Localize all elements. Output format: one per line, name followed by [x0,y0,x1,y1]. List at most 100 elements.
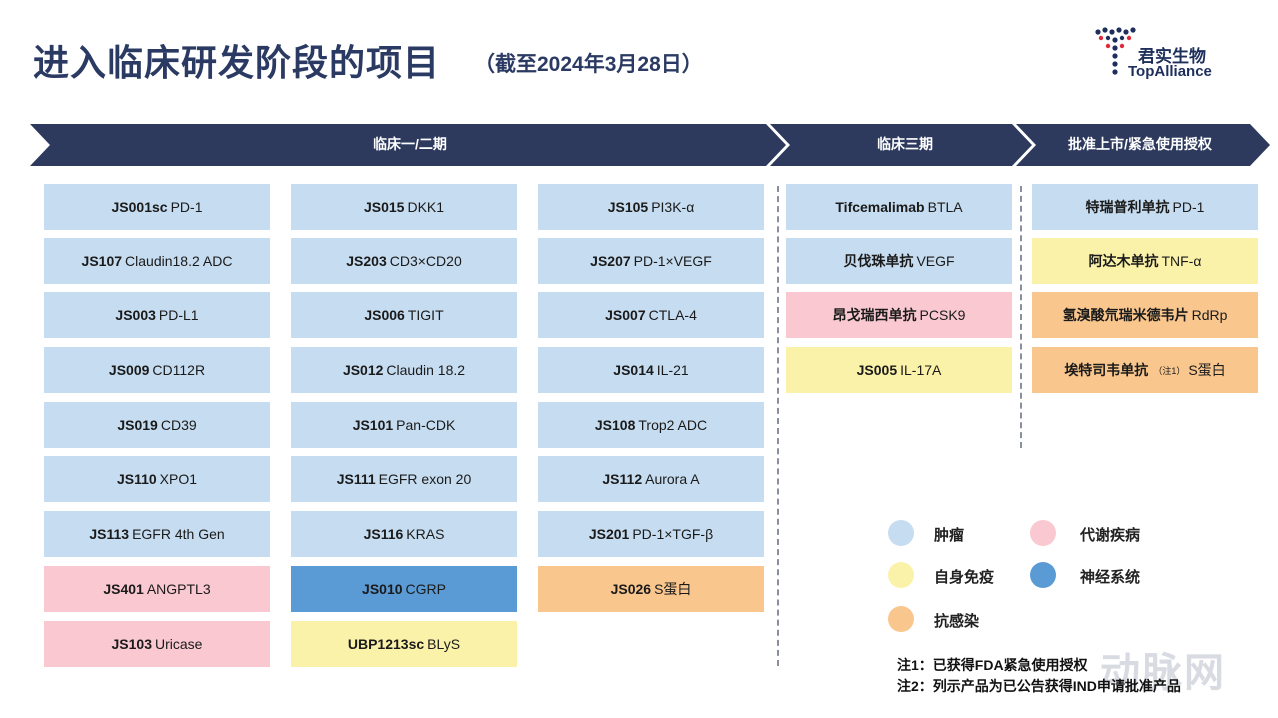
pipeline-item-target: CD3×CD20 [389,253,462,269]
pipeline-item-target: IL-17A [900,362,942,378]
pipeline-item-target: EGFR exon 20 [378,471,472,487]
footnote-2: 注2：列示产品为已公告获得IND申请批准产品 [897,678,1181,694]
pipeline-item-code: JS110 [116,471,157,487]
phase-divider-1 [777,186,779,666]
pipeline-item-target: Pan-CDK [396,417,456,433]
pipeline-item-target: PI3K-α [651,199,695,215]
pipeline-item-target: IL-21 [656,362,689,378]
pipeline-item-target: EGFR 4th Gen [132,526,225,542]
company-logo: 君实生物 TopAlliance [1092,24,1262,84]
pipeline-item-code: JS105 [607,199,649,215]
pipeline-item-code: JS101 [352,417,394,433]
pipeline-item-code: JS015 [363,199,405,215]
pipeline-item-target: Trop2 ADC [638,417,708,433]
pipeline-item-target: Claudin 18.2 [386,362,466,378]
pipeline-item-target: Uricase [155,636,203,652]
legend-metab-label: 代谢疾病 [1080,527,1141,544]
pipeline-item-code: 阿达木单抗 [1088,253,1159,269]
pipeline-item-target: TNF-α [1161,253,1202,269]
pipeline-item-target: Claudin18.2 ADC [125,253,233,269]
legend-immune-icon [888,562,914,588]
legend-neuro-icon [1030,562,1056,588]
legend-infect-icon [888,606,914,632]
pipeline-item-code: Tifcemalimab [835,199,925,215]
pipeline-item-code: JS009 [108,362,150,378]
page-subtitle: （截至2024年3月28日） [474,53,703,76]
pipeline-item-target: PD-L1 [158,307,199,323]
pipeline-item-code: JS201 [588,526,630,542]
pipeline-item-code: JS207 [590,253,631,269]
legend-metab-icon [1030,520,1056,546]
legend-immune-label: 自身免疫 [934,569,995,586]
pipeline-item-target: VEGF [916,253,955,269]
pipeline-item-code: JS107 [81,253,123,269]
pipeline-item-code: JS012 [342,362,384,378]
pipeline-item-code: 特瑞普利单抗 [1085,199,1170,215]
pipeline-item-code: JS010 [362,581,403,597]
pipeline-item-target: PD-1 [170,199,203,215]
pipeline-item-target: CGRP [405,581,446,597]
pipeline-item-code: 贝伐珠单抗 [843,253,914,269]
pipeline-item-target: CTLA-4 [648,307,697,323]
pipeline-item-code: JS005 [856,362,898,378]
pipeline-item-code: JS001sc [111,199,168,215]
legend-neuro-label: 神经系统 [1080,569,1141,586]
pipeline-item-code: JS112 [602,471,643,487]
pipeline-item-target: Aurora A [645,471,700,487]
pipeline-item-target: BLyS [427,636,461,652]
pipeline-item-code: JS108 [594,417,636,433]
legend-tumor-icon [888,520,914,546]
pipeline-item-code: JS111 [336,471,376,487]
logo-mark-icon [1095,27,1136,75]
phase-divider-2 [1020,186,1022,448]
pipeline-item-target: PCSK9 [919,307,966,323]
phase-label-3: 临床三期 [877,136,933,152]
pipeline-item: 埃特司韦单抗（注1）S蛋白 [1032,347,1258,393]
phase-banner-segment-3 [1016,124,1270,166]
pipeline-item-target: TIGIT [407,307,444,323]
pipeline-item-target: S蛋白 [1188,362,1226,378]
phase-label-approved: 批准上市/紧急使用授权 [1068,136,1212,152]
pipeline-item-code: 氢溴酸氘瑞米德韦片 [1062,307,1189,323]
page-title: 进入临床研发阶段的项目 [33,42,441,83]
pipeline-item-target: XPO1 [159,471,198,487]
pipeline-item-code: UBP1213sc [347,636,425,652]
pipeline-item-code: JS003 [115,307,156,323]
pipeline-item-code: 埃特司韦单抗 [1064,362,1149,378]
phase-banner-segment-1 [30,124,786,166]
pipeline-item-target: DKK1 [407,199,445,215]
pipeline-item-target: CD39 [160,417,197,433]
legend-tumor-label: 肿瘤 [934,527,965,544]
logo-english-name: TopAlliance [1128,63,1212,80]
phase-label-1-2: 临床一/二期 [373,136,447,152]
pipeline-item-code: JS007 [605,307,646,323]
pipeline-item-code: 昂戈瑞西单抗 [832,307,917,323]
